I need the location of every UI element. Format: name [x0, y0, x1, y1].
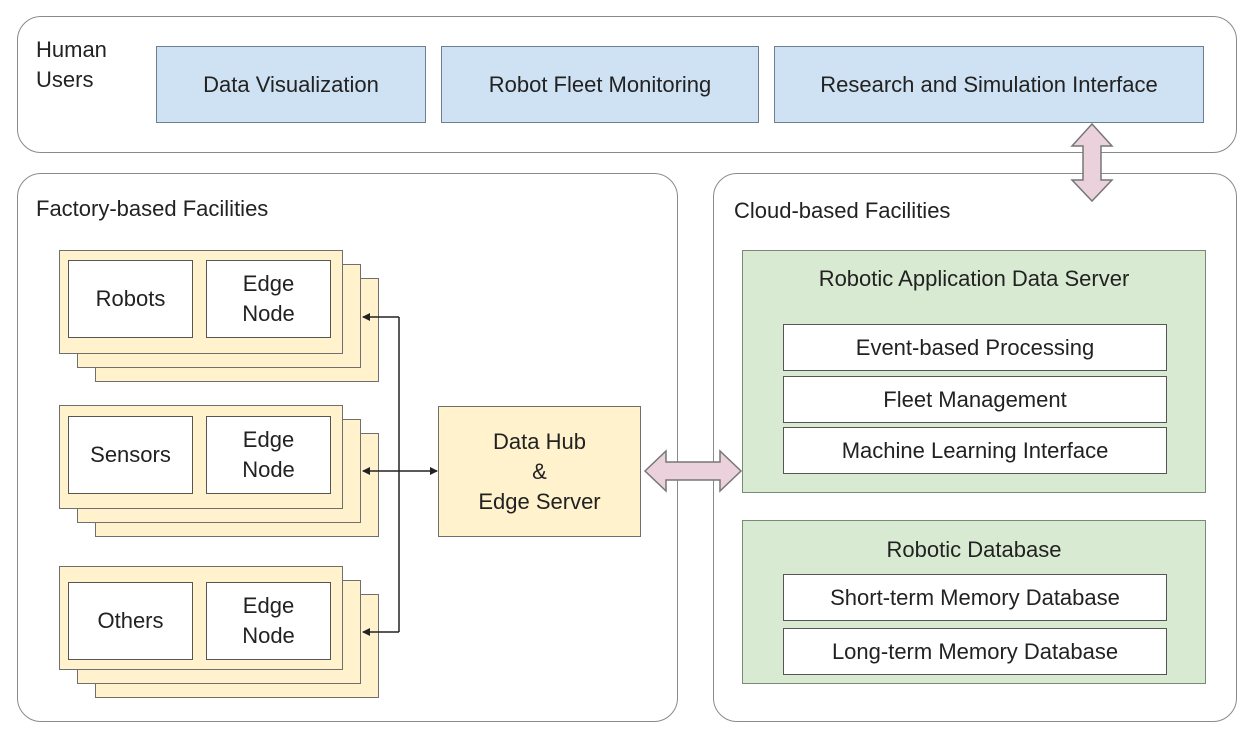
- users-cloud-double-arrow: [1070, 122, 1114, 203]
- cloud-title: Cloud-based Facilities: [734, 198, 951, 223]
- human-users-label: Human Users: [36, 37, 107, 92]
- short-term-memory-database-box: Short-term Memory Database: [783, 574, 1167, 621]
- hub-cloud-double-arrow: [643, 449, 743, 493]
- sensors-box: Sensors: [68, 416, 193, 494]
- robots-edge-node-box: Edge Node: [206, 260, 331, 338]
- research-simulation-interface-box: Research and Simulation Interface: [774, 46, 1204, 123]
- sensors-edge-node-box: Edge Node: [206, 416, 331, 494]
- fleet-management-box: Fleet Management: [783, 376, 1167, 423]
- event-based-processing-box: Event-based Processing: [783, 324, 1167, 371]
- others-box: Others: [68, 582, 193, 660]
- data-visualization-box: Data Visualization: [156, 46, 426, 123]
- data-hub-edge-server-box: Data Hub & Edge Server: [438, 406, 641, 537]
- long-term-memory-database-box: Long-term Memory Database: [783, 628, 1167, 675]
- factory-title: Factory-based Facilities: [36, 196, 269, 221]
- robot-fleet-monitoring-box: Robot Fleet Monitoring: [441, 46, 759, 123]
- robots-box: Robots: [68, 260, 193, 338]
- machine-learning-interface-box: Machine Learning Interface: [783, 427, 1167, 474]
- app-server-title: Robotic Application Data Server: [818, 266, 1130, 291]
- robotic-database-title: Robotic Database: [886, 537, 1062, 562]
- others-edge-node-box: Edge Node: [206, 582, 331, 660]
